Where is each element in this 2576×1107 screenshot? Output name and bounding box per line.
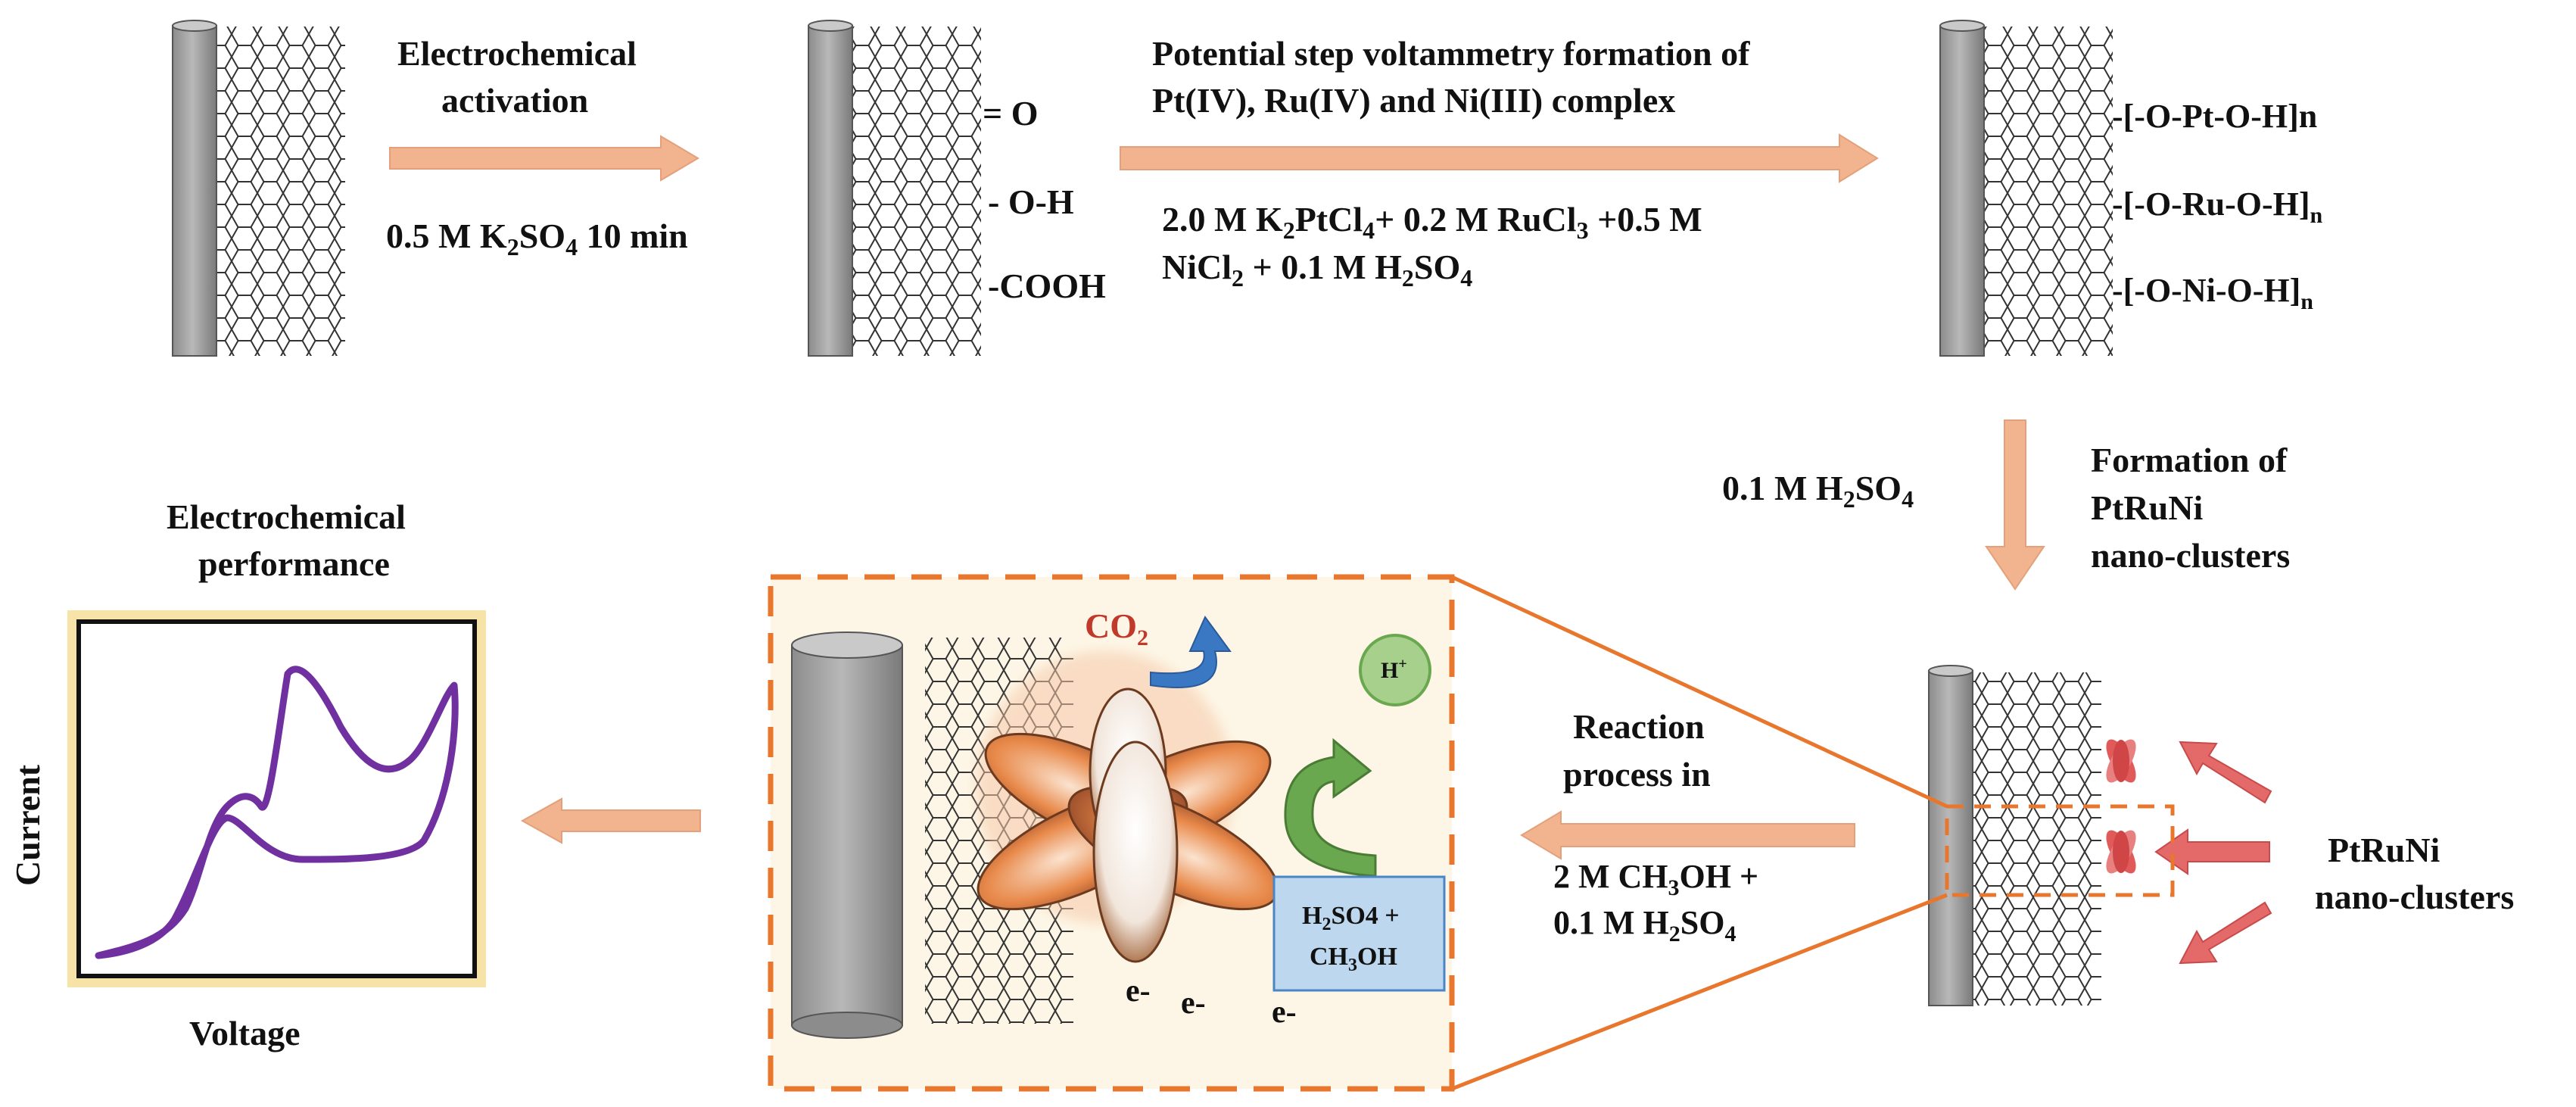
- step1-title-line2: activation: [441, 81, 588, 120]
- cv-curve: [95, 666, 459, 959]
- co2-release-arrow: [1150, 616, 1232, 688]
- reaction-line2: process in: [1563, 755, 1711, 794]
- cluster-arrow-bottom: [2179, 901, 2272, 965]
- formation-line3: nano-clusters: [2091, 536, 2290, 575]
- arrow-reaction: [1520, 810, 1855, 860]
- reaction-solution-line1: 2 M CH3OH +: [1553, 858, 1758, 900]
- arrow-activation: [389, 135, 699, 182]
- reaction-line1: Reaction: [1573, 707, 1705, 746]
- nanocluster-2: [2106, 830, 2136, 874]
- hplus-label: H+: [1381, 656, 1407, 683]
- zoom-line-bottom: [1451, 893, 1948, 1091]
- step1-title-line1: Electrochemical: [397, 34, 637, 73]
- arrow-performance: [520, 797, 701, 844]
- electron-1: e-: [1126, 974, 1151, 1009]
- complex-ru: -[-O-Ru-O-H]n: [2112, 186, 2323, 228]
- zoom-line-top: [1450, 575, 1948, 809]
- hplus-circle: [1359, 634, 1431, 706]
- h2so4-label: 0.1 M H2SO4: [1722, 469, 1914, 513]
- recycle-arrow: [1284, 737, 1377, 878]
- ptruni-label-line2: nano-clusters: [2315, 878, 2514, 916]
- solution-box: [1272, 875, 1446, 992]
- performance-title-line2: performance: [198, 544, 390, 583]
- nanocluster-large: [977, 651, 1279, 963]
- electrode-with-clusters: [1928, 665, 2101, 1006]
- group-carbonyl: = O: [983, 94, 1039, 133]
- formation-line2: PtRuNi: [2091, 488, 2203, 527]
- step2-solution-line2: NiCl2 + 0.1 M H2SO4: [1162, 248, 1472, 292]
- step2-title-line1: Potential step voltammetry formation of: [1152, 34, 1750, 73]
- reaction-solution-line2: 0.1 M H2SO4: [1553, 904, 1736, 946]
- step1-condition: 0.5 M K2SO4 10 min: [386, 217, 688, 260]
- cluster-arrow-top: [2179, 741, 2272, 804]
- electrode-bare: [172, 20, 345, 357]
- axis-x-label: Voltage: [189, 1014, 301, 1052]
- arrow-down-formation: [1985, 419, 2045, 591]
- group-carboxyl: -COOH: [988, 267, 1106, 305]
- step2-solution-line1: 2.0 M K2PtCl4+ 0.2 M RuCl3 +0.5 M: [1162, 200, 1702, 244]
- electrode-activated: [808, 20, 981, 357]
- complex-ni: -[-O-Ni-O-H]n: [2112, 272, 2313, 314]
- group-hydroxyl: - O-H: [988, 182, 1074, 221]
- performance-plot: [67, 610, 486, 987]
- complex-pt: -[-O-Pt-O-H]n: [2112, 98, 2317, 135]
- formation-line1: Formation of: [2091, 441, 2288, 479]
- axis-y-label: Current: [8, 764, 47, 886]
- ptruni-label-line1: PtRuNi: [2328, 831, 2440, 869]
- co2-label: CO2: [1085, 607, 1148, 650]
- electron-3: e-: [1272, 995, 1297, 1030]
- solution-box-line2: CH3OH: [1310, 943, 1397, 975]
- zoom-electrode: [791, 631, 903, 1039]
- electron-2: e-: [1181, 986, 1206, 1021]
- zoom-panel: CO2 H+ H2SO4 + CH3OH e- e- e-: [768, 574, 1455, 1092]
- nanocluster-1: [2106, 739, 2136, 783]
- solution-box-line1: H2SO4 +: [1302, 902, 1400, 934]
- electrode-complex: [1939, 20, 2113, 357]
- zoom-selection: [1945, 804, 2175, 897]
- arrow-voltammetry: [1120, 133, 1879, 183]
- performance-title-line1: Electrochemical: [167, 497, 406, 536]
- step2-title-line2: Pt(IV), Ru(IV) and Ni(III) complex: [1152, 81, 1675, 120]
